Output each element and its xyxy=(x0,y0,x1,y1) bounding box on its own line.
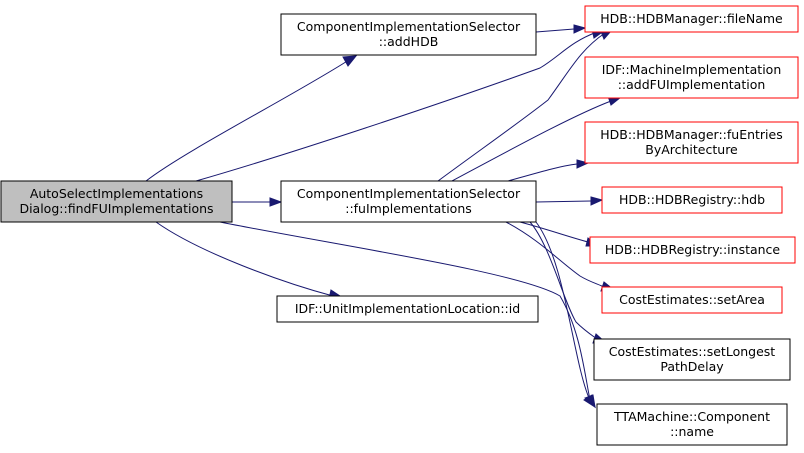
edge-root-to-unitId xyxy=(155,221,345,300)
node-label-line: HDB::HDBManager::fileName xyxy=(600,11,783,26)
node-label-line: ComponentImplementationSelector xyxy=(297,186,521,201)
edge-line xyxy=(535,200,592,203)
edge-line xyxy=(451,100,612,182)
node-root: AutoSelectImplementationsDialog::findFUI… xyxy=(0,180,233,223)
node-label-line: ::addFUImplementation xyxy=(618,77,766,92)
arrow-head xyxy=(269,197,283,207)
edge-line xyxy=(507,163,578,182)
node-box xyxy=(280,13,537,56)
node-hdb[interactable]: HDB::HDBRegistry::hdb xyxy=(601,186,783,214)
node-label-line: IDF::UnitImplementationLocation::id xyxy=(295,301,520,316)
edge-line xyxy=(437,32,606,182)
edge-addHDB-to-fileName xyxy=(535,24,587,34)
node-label-line: TTAMachine::Component xyxy=(613,409,770,424)
edge-fuImpl-to-hdb xyxy=(535,196,604,206)
edge-line xyxy=(505,221,605,288)
node-instance[interactable]: HDB::HDBRegistry::instance xyxy=(589,236,796,264)
edge-root-to-addHDB xyxy=(145,55,358,182)
node-label-line: CostEstimates::setLongest xyxy=(609,344,775,359)
node-setArea[interactable]: CostEstimates::setArea xyxy=(601,286,783,314)
node-compName[interactable]: TTAMachine::Component::name xyxy=(596,403,788,446)
node-label-line: IDF::MachineImplementation xyxy=(602,62,782,77)
arrow-head xyxy=(576,159,590,169)
node-box xyxy=(584,5,799,33)
arrow-head xyxy=(573,24,587,34)
node-box xyxy=(593,338,791,381)
node-box xyxy=(0,180,233,223)
node-label-line: ComponentImplementationSelector xyxy=(297,19,521,34)
node-label-line: ::addHDB xyxy=(379,34,439,49)
node-box xyxy=(276,295,539,323)
edge-line xyxy=(519,221,589,243)
node-addFU[interactable]: IDF::MachineImplementation::addFUImpleme… xyxy=(584,56,799,99)
node-label-line: Dialog::findFUImplementations xyxy=(19,201,213,216)
node-label-line: ::fuImplementations xyxy=(345,201,472,216)
node-label-line: ::name xyxy=(670,424,714,439)
arrow-head xyxy=(584,394,596,409)
node-box xyxy=(280,180,537,223)
node-box xyxy=(589,236,796,264)
node-box xyxy=(584,56,799,99)
node-box xyxy=(601,186,783,214)
node-label-line: CostEstimates::setArea xyxy=(619,292,765,307)
node-box xyxy=(584,121,799,164)
node-label-line: ByArchitecture xyxy=(645,142,738,157)
arrow-head xyxy=(342,55,358,67)
edge-line xyxy=(529,221,598,340)
node-addHDB[interactable]: ComponentImplementationSelector::addHDB xyxy=(280,13,537,56)
edge-line xyxy=(535,28,575,33)
edge-line xyxy=(219,221,591,401)
edge-fuImpl-to-compName xyxy=(535,221,596,409)
edge-line xyxy=(145,57,353,182)
edge-fuImpl-to-fuEntries xyxy=(507,159,590,182)
edge-fuImpl-to-instance xyxy=(519,221,600,247)
edge-line xyxy=(155,221,334,297)
node-fileName[interactable]: HDB::HDBManager::fileName xyxy=(584,5,799,33)
node-label-line: AutoSelectImplementations xyxy=(30,186,203,201)
node-unitId[interactable]: IDF::UnitImplementationLocation::id xyxy=(276,295,539,323)
node-label-line: HDB::HDBRegistry::instance xyxy=(605,242,781,257)
node-fuImpl[interactable]: ComponentImplementationSelector::fuImple… xyxy=(280,180,537,223)
edge-line xyxy=(535,221,590,399)
node-box xyxy=(601,286,783,314)
node-label-line: PathDelay xyxy=(660,359,724,374)
node-label-line: HDB::HDBManager::fuEntries xyxy=(600,127,782,142)
arrow-head xyxy=(590,196,604,206)
edge-root-to-fuImpl xyxy=(232,197,283,207)
edge-line xyxy=(195,31,598,182)
node-label-line: HDB::HDBRegistry::hdb xyxy=(619,192,765,207)
node-box xyxy=(596,403,788,446)
